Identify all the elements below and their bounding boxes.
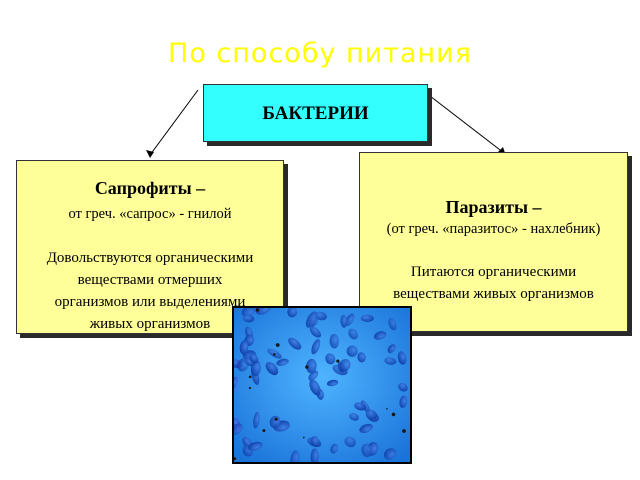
bacterium-cell (234, 423, 243, 435)
slide-title: По способу питания (168, 38, 472, 69)
bacterium-cell (287, 308, 298, 318)
bacterium-cell (239, 340, 249, 355)
bacterium-cell (365, 409, 378, 420)
bacterium-cell (344, 313, 355, 327)
bacterium-cell (305, 311, 318, 328)
debris-speck (234, 457, 237, 461)
bacterium-cell (249, 353, 259, 364)
parasites-box: Паразиты – (от греч. «паразитос» - нахле… (359, 152, 628, 332)
saprophytes-box: Сапрофиты – от греч. «сапрос» - гнилой Д… (16, 160, 284, 334)
bacterium-cell (326, 379, 339, 387)
bacterium-cell (397, 351, 407, 365)
saprophytes-description: Довольствуются органическими веществами … (17, 247, 283, 335)
bacterium-cell (290, 450, 300, 462)
bacterium-cell (348, 328, 358, 340)
bacterium-cell (242, 314, 255, 323)
saprophytes-description-line: веществами отмерших (77, 272, 223, 288)
bacterium-cell (359, 423, 373, 434)
bacteria-photo (232, 306, 412, 464)
debris-speck (275, 343, 280, 347)
bacterium-cell (288, 337, 302, 350)
bacterium-cell (310, 448, 319, 462)
bacterium-cell (311, 339, 321, 355)
bacterium-cell (330, 443, 339, 454)
bacterium-cell (310, 435, 320, 447)
bacterium-cell (361, 443, 372, 458)
root-box: БАКТЕРИИ (203, 84, 428, 142)
bacterium-cell (399, 395, 408, 409)
debris-speck (391, 412, 396, 417)
bacterium-cell (253, 411, 260, 429)
bacterium-cell (357, 352, 366, 363)
bacterium-cell (276, 358, 289, 366)
debris-speck (262, 429, 266, 433)
bacterium-cell (346, 345, 358, 357)
bacterium-cell (387, 344, 396, 354)
photo-background (234, 308, 410, 462)
bacterium-cell (398, 382, 408, 392)
bacterium-cell (373, 331, 387, 340)
bacterium-cell (349, 413, 359, 421)
debris-speck (386, 408, 388, 410)
saprophytes-description-line: организмов или выделениями (54, 294, 246, 310)
bacteria-micrograph (234, 308, 410, 462)
bacterium-cell (265, 362, 279, 376)
debris-speck (273, 353, 276, 356)
bacterium-cell (325, 353, 336, 365)
parasites-description-line: веществами живых организмов (393, 286, 594, 302)
bacterium-cell (309, 326, 322, 338)
bacterium-cell (340, 314, 348, 328)
bacterium-cell (306, 358, 317, 374)
parasites-etymology: (от греч. «паразитос» - нахлебник) (386, 221, 601, 237)
debris-speck (274, 417, 278, 421)
arrow-to-parasites (429, 95, 505, 154)
debris-speck (336, 359, 340, 363)
debris-speck (402, 429, 406, 433)
bacterium-cell (309, 379, 321, 396)
debris-speck (305, 365, 309, 369)
bacterium-cell (247, 441, 263, 451)
bacterium-cell (384, 357, 397, 365)
bacterium-cell (314, 311, 327, 321)
bacterium-cell (339, 358, 351, 372)
saprophytes-etymology: от греч. «сапрос» - гнилой (68, 206, 232, 222)
debris-speck (255, 308, 260, 312)
parasites-description: Питаются органическими веществами живых … (360, 261, 627, 305)
debris-speck (248, 375, 252, 379)
parasites-heading: Паразиты – (445, 197, 542, 217)
bacterium-cell (388, 317, 397, 331)
saprophytes-description-line: живых организмов (89, 316, 211, 332)
bacterium-cell (344, 436, 356, 448)
saprophytes-description-line: Довольствуются органическими (46, 250, 254, 266)
saprophytes-heading: Сапрофиты – (94, 178, 206, 198)
arrow-to-saprophytes (149, 89, 199, 156)
debris-speck (248, 386, 251, 390)
bacterium-cell (241, 308, 256, 317)
arrowhead-saprophytes (146, 150, 154, 158)
bacterium-cell (234, 376, 238, 390)
bacterium-cell (360, 314, 374, 322)
bacterium-cell (329, 333, 339, 349)
parasites-description-line: Питаются органическими (410, 264, 577, 280)
bacterium-cell (354, 402, 367, 411)
debris-speck (302, 436, 305, 439)
bacterium-cell (383, 448, 397, 460)
bacterium-cell (255, 308, 272, 315)
root-label: БАКТЕРИИ (262, 103, 369, 124)
